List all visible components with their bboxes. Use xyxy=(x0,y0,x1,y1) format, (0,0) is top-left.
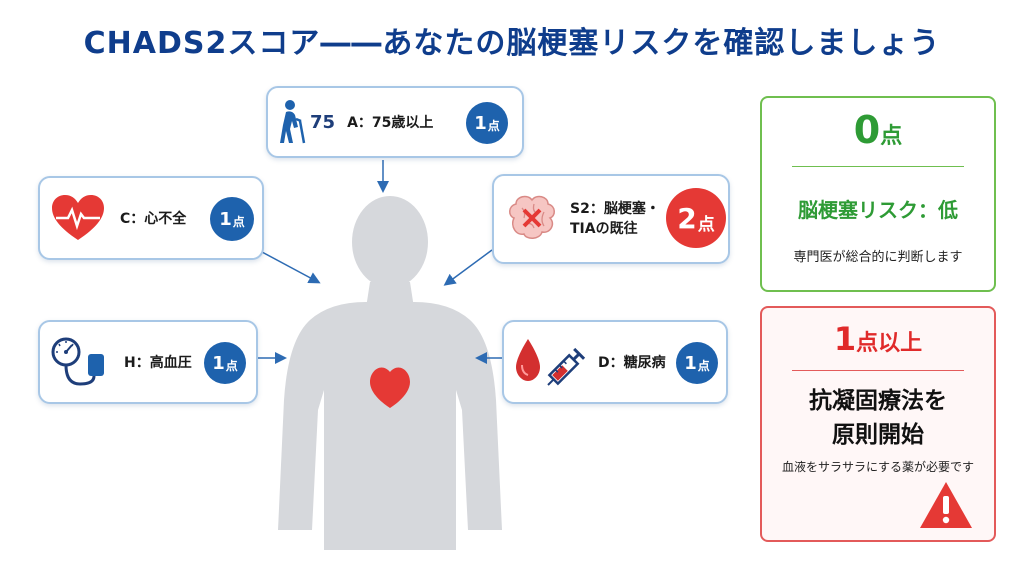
low-risk-divider xyxy=(792,166,964,167)
brain-cross-icon xyxy=(504,194,560,244)
low-risk-score: 0点 xyxy=(762,108,994,152)
heart-ecg-icon xyxy=(50,194,106,242)
high-risk-score-value: 1 xyxy=(833,320,857,358)
stroke-label-line1: S2：脳梗塞・ xyxy=(570,201,660,217)
diabetes-points-unit: 点 xyxy=(697,358,710,373)
high-risk-note: 血液をサラサラにする薬が必要です xyxy=(781,460,975,474)
stroke-points-unit: 点 xyxy=(697,214,715,235)
high-risk-line2: 原則開始 xyxy=(832,422,924,448)
high-risk-score-unit: 点以上 xyxy=(856,331,923,356)
page-title: CHADS2スコア――あなたの脳梗塞リスクを確認しましょう xyxy=(83,26,941,61)
stroke-label-line2: TIAの既往 xyxy=(570,221,638,237)
blood-drop-syringe-icon xyxy=(514,335,590,389)
high-risk-recommendation: 抗凝固療法を 原則開始 xyxy=(762,384,994,452)
low-risk-panel: 0点 脳梗塞リスク：低 専門医が総合的に判断します xyxy=(760,96,996,292)
body-heart-icon xyxy=(370,367,410,408)
high-risk-score: 1点以上 xyxy=(762,320,994,358)
hypertension-points-unit: 点 xyxy=(225,358,238,373)
human-silhouette-icon xyxy=(278,196,502,550)
chf-points: 1 xyxy=(219,208,232,230)
hypertension-points: 1 xyxy=(212,352,225,374)
age-points: 1 xyxy=(474,112,487,134)
hypertension-label: H：高血圧 xyxy=(124,355,192,371)
age-number: 75 xyxy=(310,111,336,133)
diabetes-label: D：糖尿病 xyxy=(598,355,666,371)
age-label: A：75歳以上 xyxy=(347,115,434,131)
low-risk-score-value: 0 xyxy=(853,108,881,152)
low-risk-score-unit: 点 xyxy=(880,124,903,149)
high-risk-line1: 抗凝固療法を xyxy=(809,388,947,414)
age-points-unit: 点 xyxy=(487,118,500,133)
stroke-points: 2 xyxy=(677,201,697,235)
elderly-person-icon xyxy=(278,99,308,145)
chf-points-unit: 点 xyxy=(232,214,245,229)
high-risk-divider xyxy=(792,370,964,371)
warning-triangle-icon xyxy=(920,482,972,528)
diabetes-points: 1 xyxy=(684,352,697,374)
stroke-label: S2：脳梗塞・ TIAの既往 xyxy=(564,199,660,239)
low-risk-text: 脳梗塞リスク：低 xyxy=(798,198,958,222)
low-risk-note: 専門医が総合的に判断します xyxy=(793,250,963,265)
chf-label: C：心不全 xyxy=(120,211,187,227)
blood-pressure-gauge-icon xyxy=(50,334,110,390)
high-risk-panel: 1点以上 抗凝固療法を 原則開始 血液をサラサラにする薬が必要です xyxy=(760,306,996,542)
